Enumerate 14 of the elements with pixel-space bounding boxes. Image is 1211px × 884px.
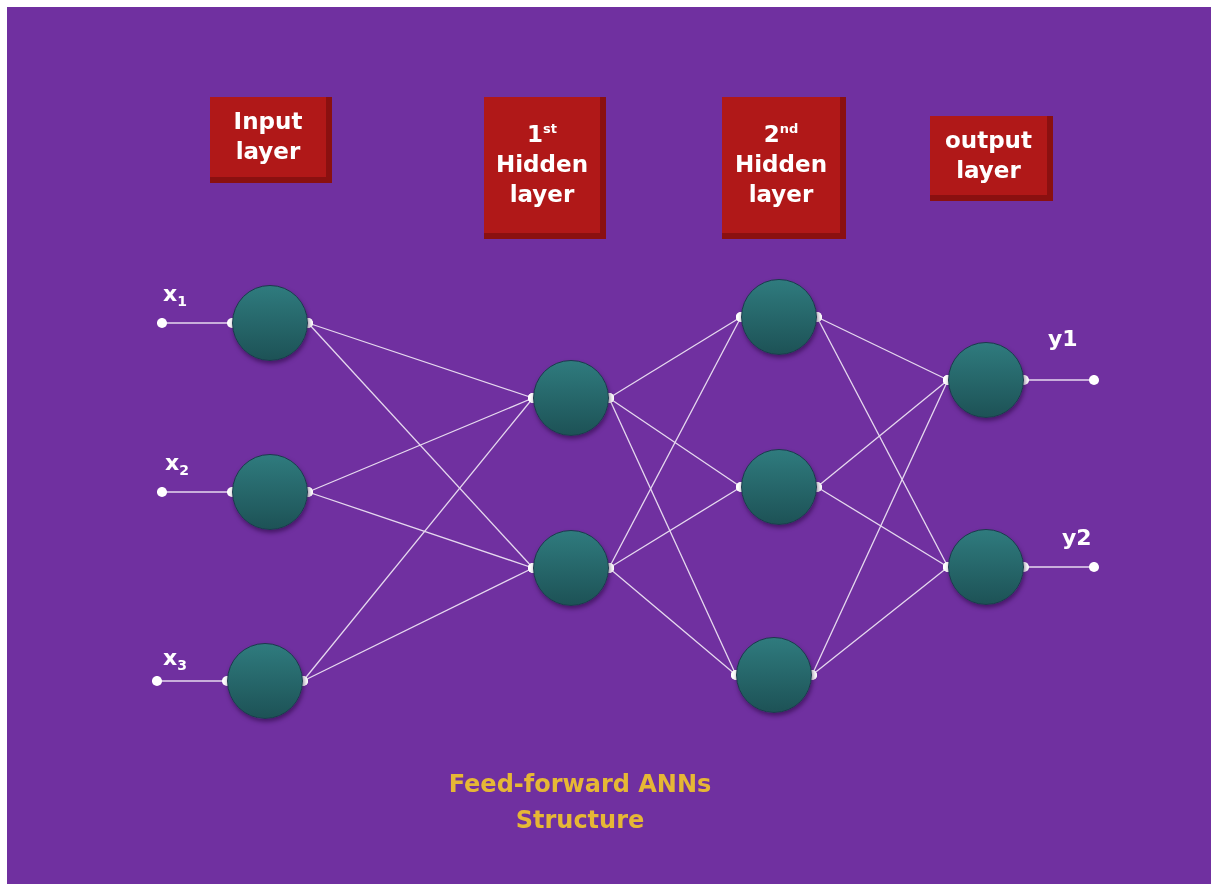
layer-box	[210, 97, 332, 183]
input-label: x$_{2}$	[165, 452, 189, 478]
input-label: x$_{1}$	[163, 283, 187, 309]
output-label: y2	[1062, 527, 1092, 549]
layer-label: output layer	[944, 125, 1033, 185]
input-label: x$_{3}$	[163, 647, 187, 673]
layer-label: Input layer	[232, 107, 304, 166]
layer-box	[722, 97, 846, 239]
output-label: y1	[1048, 328, 1078, 350]
layer-box	[484, 97, 606, 239]
layer-label: 2$^{nd}$ Hidden layer	[733, 120, 828, 209]
caption: Feed-forward ANNs Structure	[447, 769, 713, 836]
layer-box	[930, 116, 1053, 201]
layer-label: 1$^{st}$ Hidden layer	[494, 120, 589, 209]
